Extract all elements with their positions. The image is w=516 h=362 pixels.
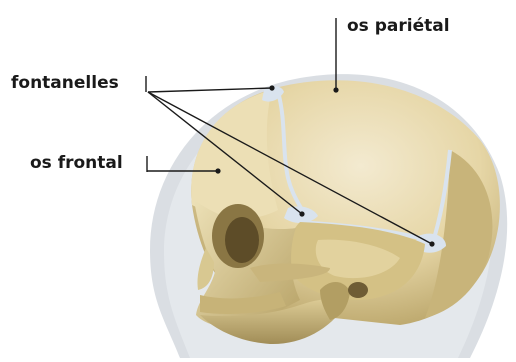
dot-frontal [215, 168, 220, 173]
dot-sphenoid-fontanelle [299, 211, 304, 216]
dot-anterior-fontanelle [269, 85, 274, 90]
leader-fontanelle-anterior [148, 88, 272, 92]
dot-mastoid-fontanelle [429, 241, 434, 246]
dot-parietal [333, 87, 338, 92]
ear-canal [348, 282, 368, 298]
eye-orbit-depth [225, 217, 259, 263]
label-os-frontal: os frontal [30, 153, 123, 173]
label-fontanelles: fontanelles [11, 73, 119, 93]
label-os-parietal: os pariétal [347, 16, 450, 36]
